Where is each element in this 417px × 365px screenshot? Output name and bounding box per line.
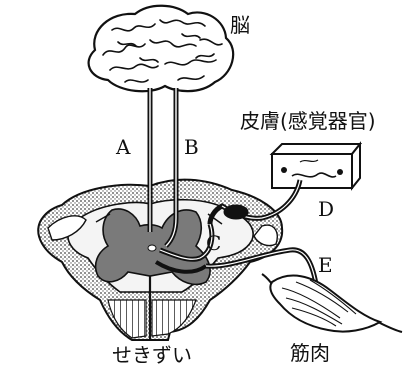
brain bbox=[89, 6, 234, 91]
label-muscle: 筋肉 bbox=[290, 341, 330, 365]
label-skin: 皮膚(感覚器官) bbox=[240, 109, 376, 133]
label-nerve-b: B bbox=[184, 135, 199, 159]
label-nerve-c: C bbox=[206, 231, 221, 255]
label-brain: 脳 bbox=[230, 13, 250, 37]
label-nerve-d: D bbox=[318, 197, 334, 221]
sense-organ bbox=[272, 144, 360, 188]
label-nerve-a: A bbox=[115, 135, 131, 159]
muscle bbox=[262, 274, 402, 332]
label-nerve-e: E bbox=[318, 253, 333, 277]
label-spinal-cord: せきずい bbox=[112, 343, 192, 365]
